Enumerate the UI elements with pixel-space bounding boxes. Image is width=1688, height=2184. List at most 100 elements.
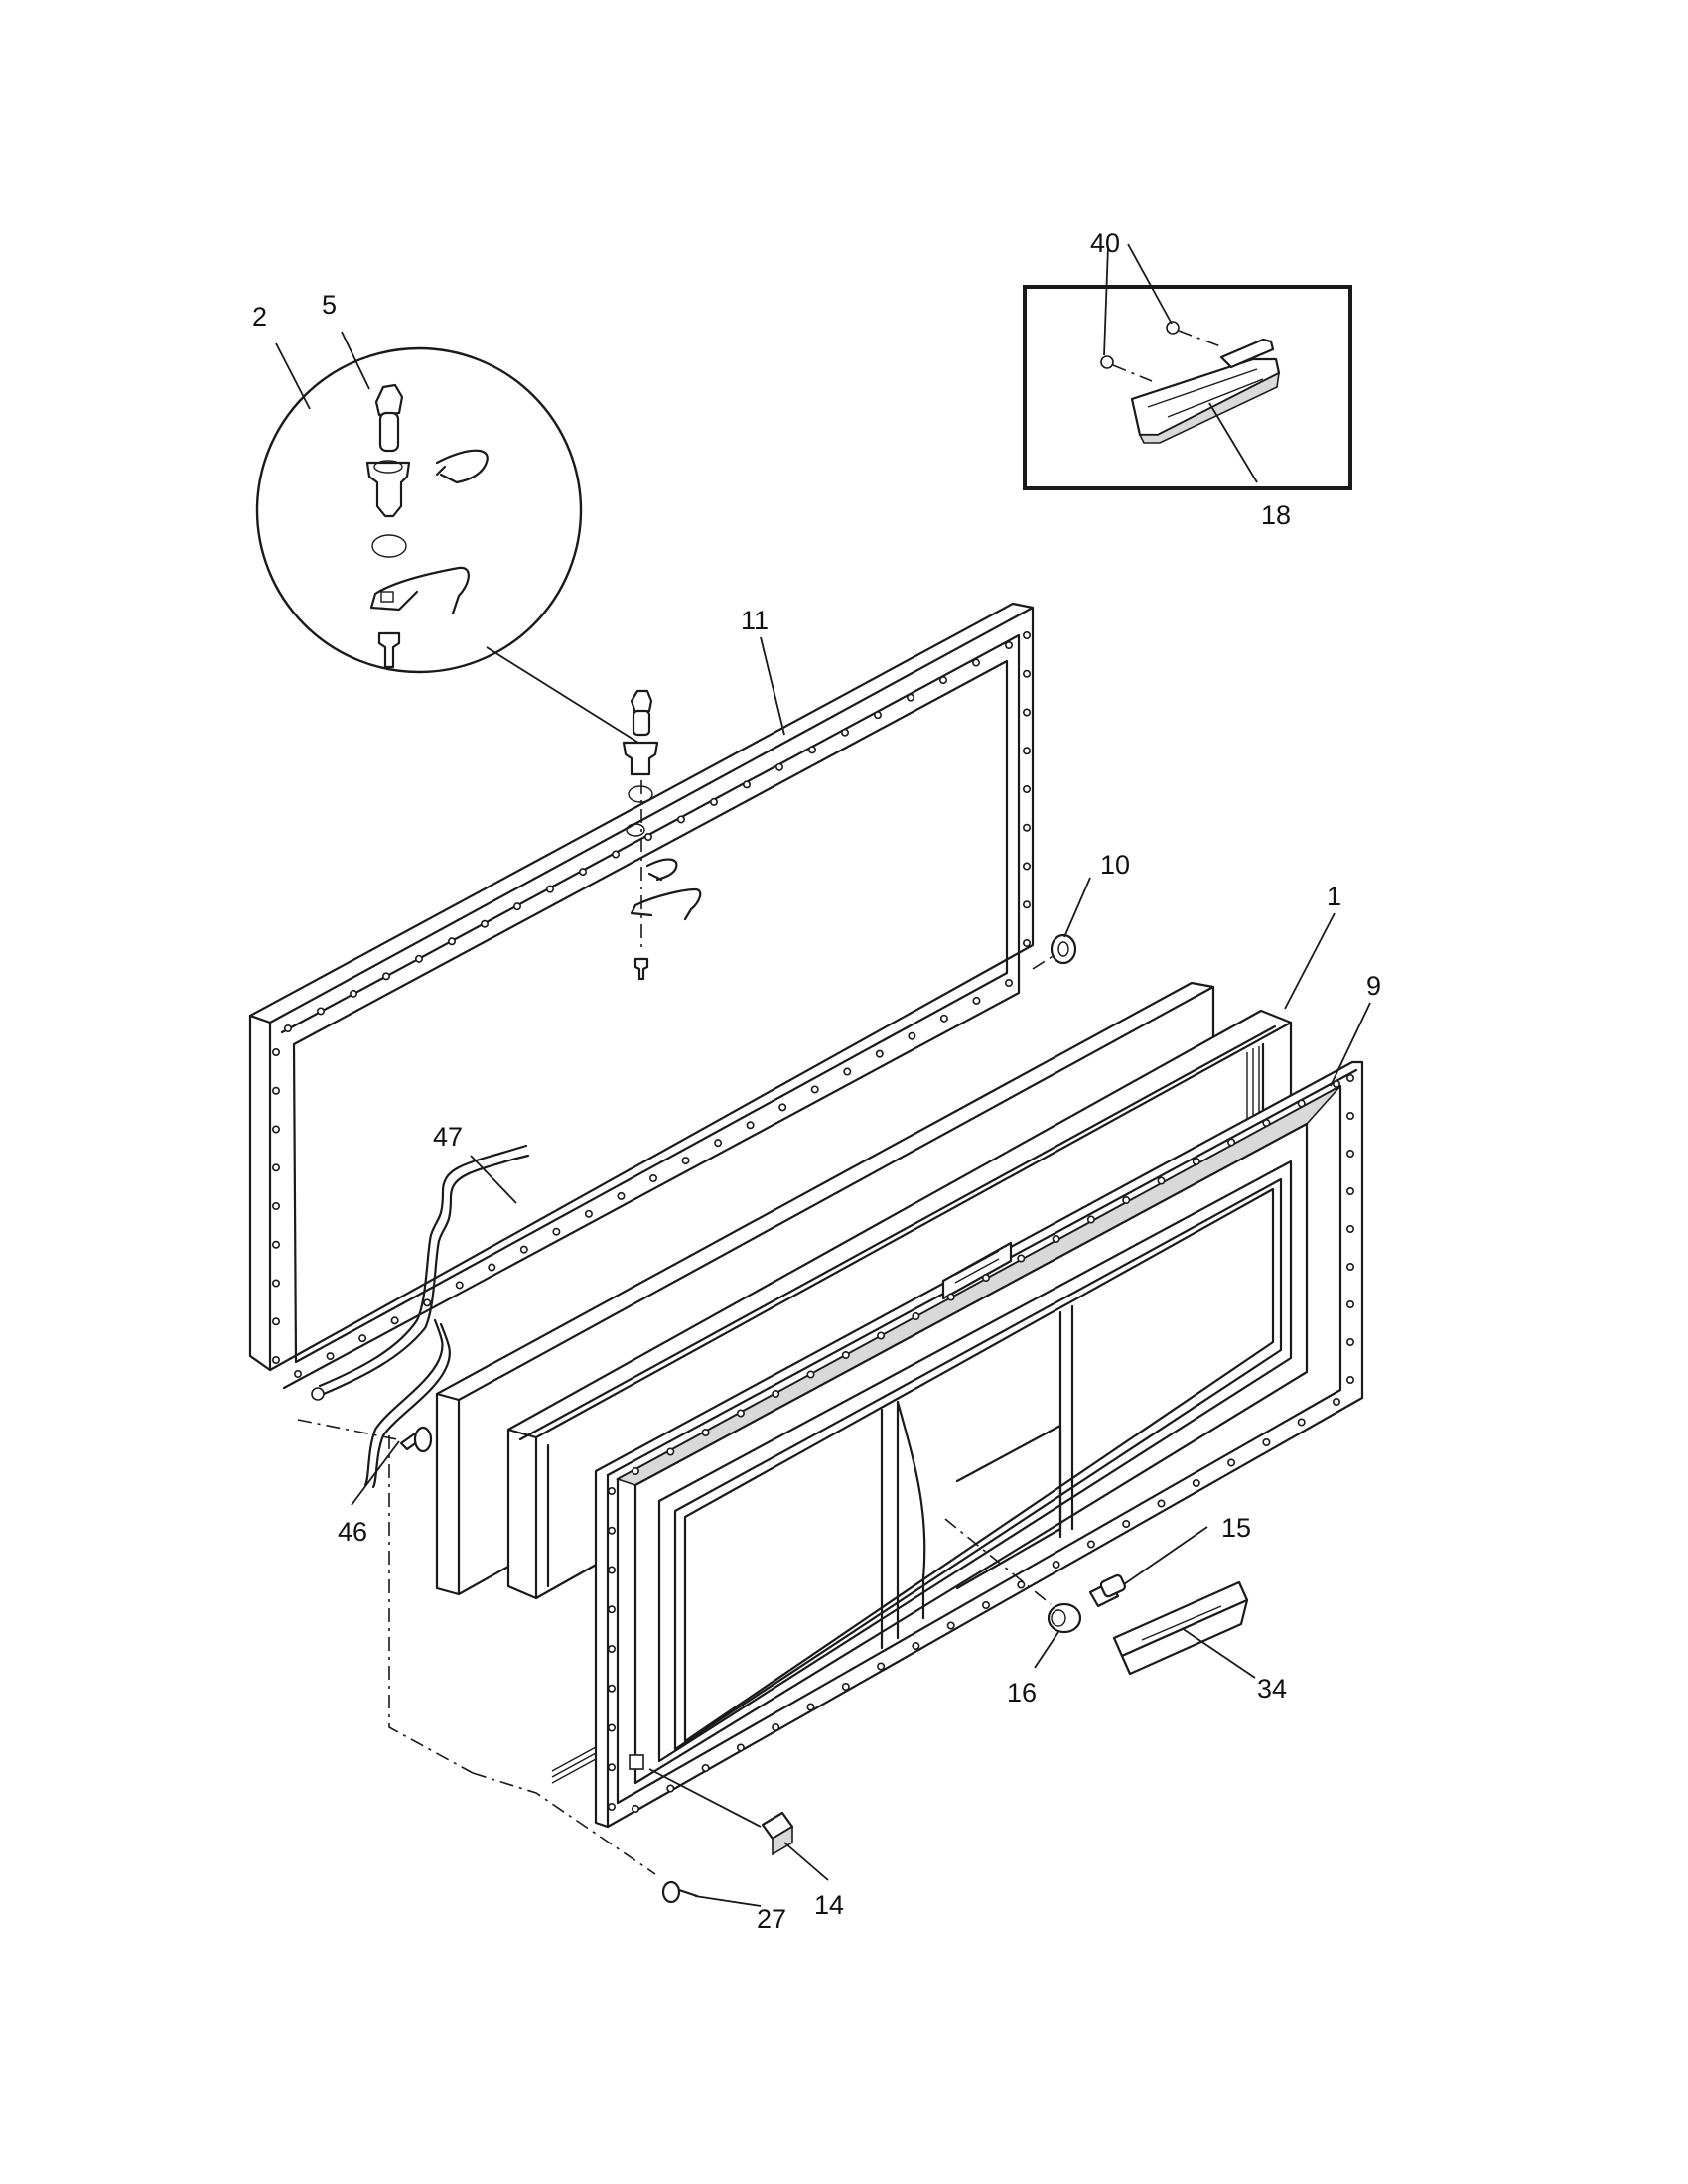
screw-hole	[349, 989, 357, 998]
screw-hole	[607, 1487, 616, 1496]
grommet-10	[1050, 933, 1077, 965]
outer-door-frame	[594, 1060, 1364, 1829]
screw-hole	[607, 1566, 616, 1574]
callout-5: 5	[322, 290, 337, 320]
screw-hole	[552, 1227, 561, 1236]
screw-hole	[1122, 1196, 1131, 1205]
screw-hole	[841, 1351, 850, 1360]
screw-hole	[877, 1662, 886, 1671]
screw-hole	[1227, 1138, 1236, 1147]
screw-hole	[666, 1447, 675, 1456]
screw-hole	[1297, 1099, 1306, 1108]
screw-hole	[806, 1370, 815, 1379]
screw-hole	[1157, 1176, 1166, 1185]
screw-hole	[1023, 900, 1032, 909]
screw-hole	[607, 1763, 616, 1772]
screw-hole	[607, 1803, 616, 1812]
screw-hole	[617, 1191, 626, 1200]
screw-hole	[946, 1293, 955, 1301]
screw-40-a	[1100, 355, 1114, 369]
screw-hole	[1346, 1225, 1355, 1234]
callout-1: 1	[1327, 882, 1341, 911]
screw-hole	[271, 1202, 280, 1211]
screw-hole	[1346, 1338, 1355, 1347]
screw-hole	[709, 797, 718, 806]
screw-hole	[981, 1274, 990, 1283]
screw-hole	[414, 954, 423, 963]
screw-hole	[1346, 1074, 1355, 1083]
callout-47: 47	[433, 1122, 463, 1152]
callout-2: 2	[252, 302, 267, 332]
screw-hole	[488, 1263, 496, 1272]
screw-hole	[271, 1125, 280, 1134]
bulb-16	[1047, 1602, 1082, 1634]
screw-hole	[271, 1279, 280, 1288]
screw-hole	[1023, 862, 1032, 871]
screw-hole	[939, 1014, 948, 1023]
screw-hole	[912, 1642, 920, 1651]
screw-hole	[946, 1621, 955, 1630]
callout-15: 15	[1221, 1513, 1251, 1543]
screw-hole	[1017, 1254, 1026, 1263]
screw-hole	[512, 902, 521, 911]
screw-hole	[1023, 669, 1032, 678]
screw-hole	[271, 1240, 280, 1249]
screw-hole	[283, 1024, 292, 1033]
screw-hole	[1017, 1580, 1026, 1589]
screw-46	[399, 1426, 433, 1453]
screw-hole	[1346, 1376, 1355, 1385]
screw-hole	[607, 1723, 616, 1732]
screw-hole	[578, 868, 587, 877]
screw-hole	[908, 1031, 916, 1040]
screw-hole	[701, 1764, 710, 1773]
screw-hole	[1192, 1479, 1200, 1488]
screw-hole	[455, 1281, 464, 1290]
screw-hole	[772, 1390, 780, 1399]
screw-hole	[774, 762, 783, 771]
screw-hole	[643, 832, 652, 841]
screw-hole	[981, 1601, 990, 1610]
screw-hole	[736, 1409, 745, 1418]
screw-hole	[271, 1317, 280, 1326]
screw-hole	[843, 1067, 852, 1076]
callout-34: 34	[1257, 1674, 1287, 1704]
screw-hole	[875, 1049, 884, 1058]
screw-40-b	[1166, 321, 1180, 335]
screw-hole	[271, 1086, 280, 1095]
callout-16: 16	[1007, 1678, 1037, 1707]
screw-hole	[1004, 978, 1013, 987]
screw-hole	[607, 1684, 616, 1693]
screw-hole	[293, 1370, 302, 1379]
screw-hole	[840, 728, 849, 737]
screw-hole	[971, 658, 980, 667]
screw-hole	[1086, 1215, 1095, 1224]
screw-hole	[938, 676, 947, 685]
screw-hole	[1333, 1080, 1341, 1089]
screw-hole	[1333, 1398, 1341, 1407]
screw-hole	[607, 1605, 616, 1614]
screw-hole	[271, 1048, 280, 1057]
callout-40: 40	[1090, 228, 1120, 258]
callout-14: 14	[814, 1890, 844, 1920]
handle-inset	[1023, 285, 1352, 490]
screw-hole	[807, 746, 816, 754]
screw-hole	[519, 1245, 528, 1254]
callout-11: 11	[741, 606, 769, 635]
screw-hole	[381, 972, 390, 981]
screw-hole	[1262, 1119, 1271, 1128]
callout-18: 18	[1261, 500, 1291, 530]
screw-hole	[607, 1645, 616, 1654]
screw-hole	[631, 1467, 639, 1476]
screw-hole	[545, 885, 554, 893]
screw-hole	[390, 1316, 399, 1325]
lock-detail-circle	[255, 346, 583, 674]
wire-harness	[311, 1144, 530, 1489]
callout-27: 27	[757, 1904, 786, 1934]
screw-hole	[1227, 1458, 1236, 1467]
screw-hole	[271, 1356, 280, 1365]
screw-hole	[1346, 1263, 1355, 1272]
screw-hole	[480, 919, 489, 928]
screw-hole	[1086, 1540, 1095, 1549]
screw-hole	[873, 711, 882, 720]
screw-hole	[810, 1085, 819, 1094]
